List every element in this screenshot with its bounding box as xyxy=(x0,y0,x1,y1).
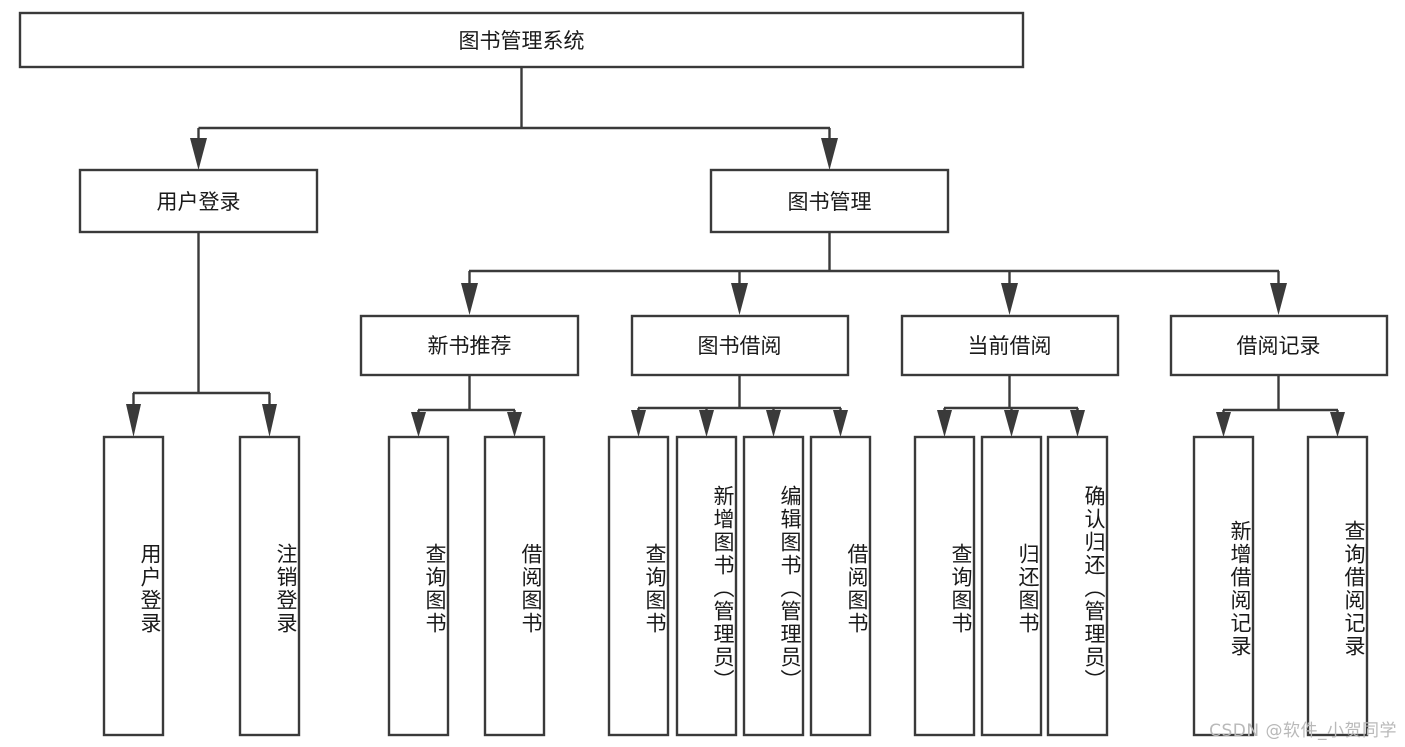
arrow-to-leaf-return-book xyxy=(1004,410,1019,437)
node-leaf-query-book-1[interactable] xyxy=(387,435,450,737)
arrow-to-user-login xyxy=(190,138,207,170)
connector-group xyxy=(126,67,1345,437)
node-leaf-query-book-2[interactable] xyxy=(607,435,670,737)
node-book-borrow[interactable] xyxy=(630,314,850,377)
node-book-manage[interactable] xyxy=(709,168,950,234)
node-book-manage-label: 图书管理 xyxy=(788,190,872,214)
arrow-to-leaf-borrow-book-1 xyxy=(507,412,522,437)
node-current-borrow[interactable] xyxy=(900,314,1120,377)
node-new-book-recommend[interactable] xyxy=(359,314,580,377)
arrow-to-leaf-add-book xyxy=(699,410,714,437)
node-borrow-record[interactable] xyxy=(1169,314,1389,377)
arrow-to-leaf-confirm-return xyxy=(1070,410,1085,437)
arrow-to-book-borrow xyxy=(731,283,748,315)
node-leaf-return-book[interactable] xyxy=(980,435,1043,737)
arrow-to-leaf-edit-book xyxy=(766,410,781,437)
arrow-to-leaf-user-logout xyxy=(262,404,277,437)
arrow-to-leaf-borrow-book-2 xyxy=(833,410,848,437)
arrow-to-borrow-record xyxy=(1270,283,1287,315)
node-leaf-borrow-book-1[interactable] xyxy=(483,435,546,737)
node-leaf-confirm-return[interactable] xyxy=(1046,435,1109,737)
arrow-to-leaf-user-login xyxy=(126,404,141,437)
node-borrow-record-label: 借阅记录 xyxy=(1237,334,1321,358)
node-leaf-user-logout[interactable] xyxy=(238,435,301,737)
arrow-to-leaf-query-record xyxy=(1330,412,1345,437)
arrow-to-leaf-query-book-2 xyxy=(631,410,646,437)
node-leaf-user-login[interactable] xyxy=(102,435,165,737)
arrow-to-leaf-query-book-1 xyxy=(411,412,426,437)
node-leaf-borrow-book-2[interactable] xyxy=(809,435,872,737)
arrow-to-book-manage xyxy=(821,138,838,170)
node-current-borrow-label: 当前借阅 xyxy=(968,334,1052,358)
node-leaf-query-record[interactable] xyxy=(1306,435,1369,737)
node-new-book-recommend-label: 新书推荐 xyxy=(428,334,512,358)
node-root[interactable] xyxy=(18,11,1025,69)
arrow-to-leaf-add-record xyxy=(1216,412,1231,437)
node-leaf-edit-book[interactable] xyxy=(742,435,805,737)
node-root-label: 图书管理系统 xyxy=(459,29,585,53)
node-leaf-add-record[interactable] xyxy=(1192,435,1255,737)
node-leaf-add-book[interactable] xyxy=(675,435,738,737)
watermark-text: CSDN @软件_小贺同学 xyxy=(1209,721,1397,741)
arrow-to-new-book-recommend xyxy=(461,283,478,315)
arrow-to-leaf-query-book-3 xyxy=(937,410,952,437)
node-book-borrow-label: 图书借阅 xyxy=(698,334,782,358)
node-user-login[interactable] xyxy=(78,168,319,234)
node-leaf-query-book-3[interactable] xyxy=(913,435,976,737)
node-user-login-label: 用户登录 xyxy=(157,190,241,214)
arrow-to-current-borrow xyxy=(1001,283,1018,315)
